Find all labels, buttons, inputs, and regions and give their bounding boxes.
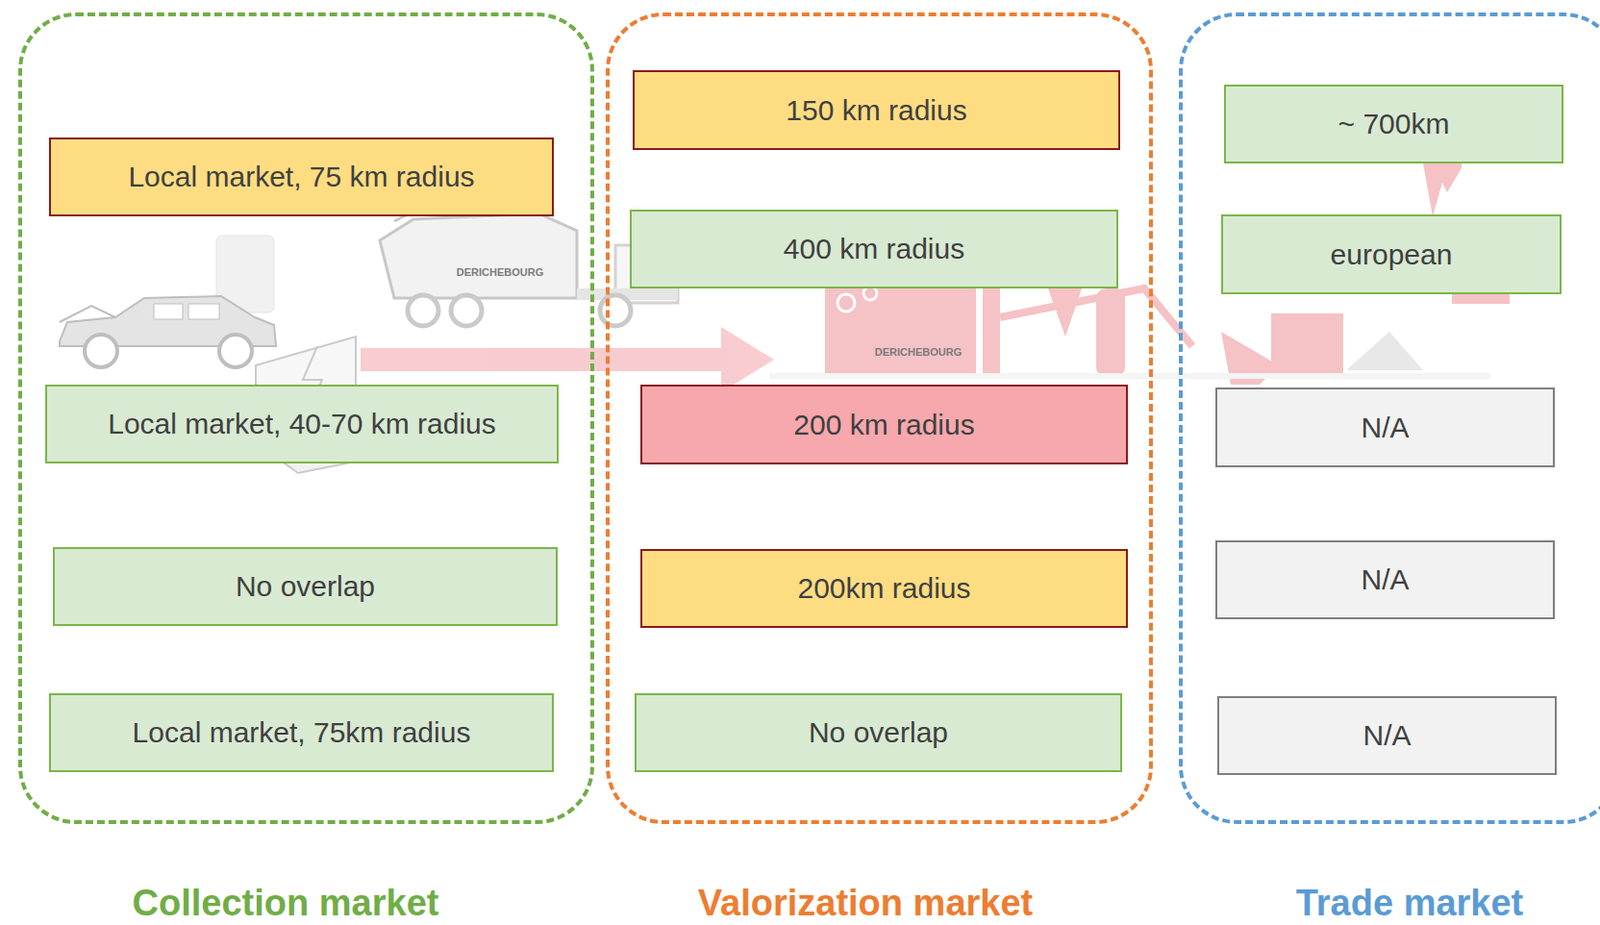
box-text: N/A [1350,563,1419,597]
box-text: 150 km radius [775,94,976,127]
recycling-plant [769,144,1510,462]
na-box: N/A [1215,387,1555,468]
car-wheel [219,334,252,368]
ground-line [769,373,1491,379]
na-box: N/A [1217,696,1557,775]
radius-box: 200km radius [640,549,1128,628]
car-wheel [84,334,118,368]
truck-logo: DERICHEBOURG [456,266,544,278]
box-text: european [1321,238,1463,272]
radius-box: No overlap [634,693,1123,773]
box-text: No overlap [799,716,958,750]
market-region: Collection marketLocal market, 75 km rad… [18,12,595,825]
flow-arrow [360,326,775,393]
na-box: N/A [1215,540,1555,620]
output-pile [1346,331,1424,371]
truck-wheel [600,295,631,326]
factory [825,274,909,377]
radius-box: 150 km radius [632,70,1121,150]
press [1271,313,1344,374]
conveyor [1000,288,1193,347]
gear [837,294,855,312]
box-text: ~ 700km [1328,107,1460,141]
box-text: Local market, 40-70 km radius [98,407,506,441]
market-region: Valorization market150 km radius400 km r… [605,12,1153,825]
radius-box: Local market, 40-70 km radius [45,384,559,464]
radius-box: ~ 700km [1224,84,1564,164]
box-text: N/A [1350,411,1419,445]
silo [1096,288,1125,377]
vehicles [59,201,678,474]
box-text: No overlap [225,570,385,603]
box-text: 200km radius [787,572,980,605]
market-heading: Trade market [1296,884,1525,922]
factory-annex [908,288,976,377]
car-hood [59,305,116,323]
arrow-head [721,326,775,393]
gear [863,286,877,300]
radius-box: european [1221,214,1562,295]
market-region: Trade market~ 700kmeuropeanN/AN/AN/A [1178,12,1600,825]
truck-body [379,213,577,299]
radius-box: 400 km radius [629,209,1119,289]
box-text: 200 km radius [783,408,984,442]
truck-wheel [450,295,482,326]
radius-box: Local market, 75km radius [49,693,554,773]
box-text: Local market, 75km radius [123,716,481,750]
car-window [153,303,183,320]
market-heading: Valorization market [698,884,1033,922]
radius-box: 200 km radius [640,384,1128,465]
radius-box: Local market, 75 km radius [49,137,554,217]
box-text: Local market, 75 km radius [118,160,484,194]
radius-box: No overlap [52,547,558,626]
box-text: N/A [1352,719,1421,752]
market-heading: Collection market [132,884,440,922]
truck-wheel [407,295,439,326]
car-window [188,303,220,320]
box-text: 400 km radius [774,232,975,266]
factory-logo: DERICHEBOURG [875,346,962,358]
arrow-shaft [360,348,726,372]
